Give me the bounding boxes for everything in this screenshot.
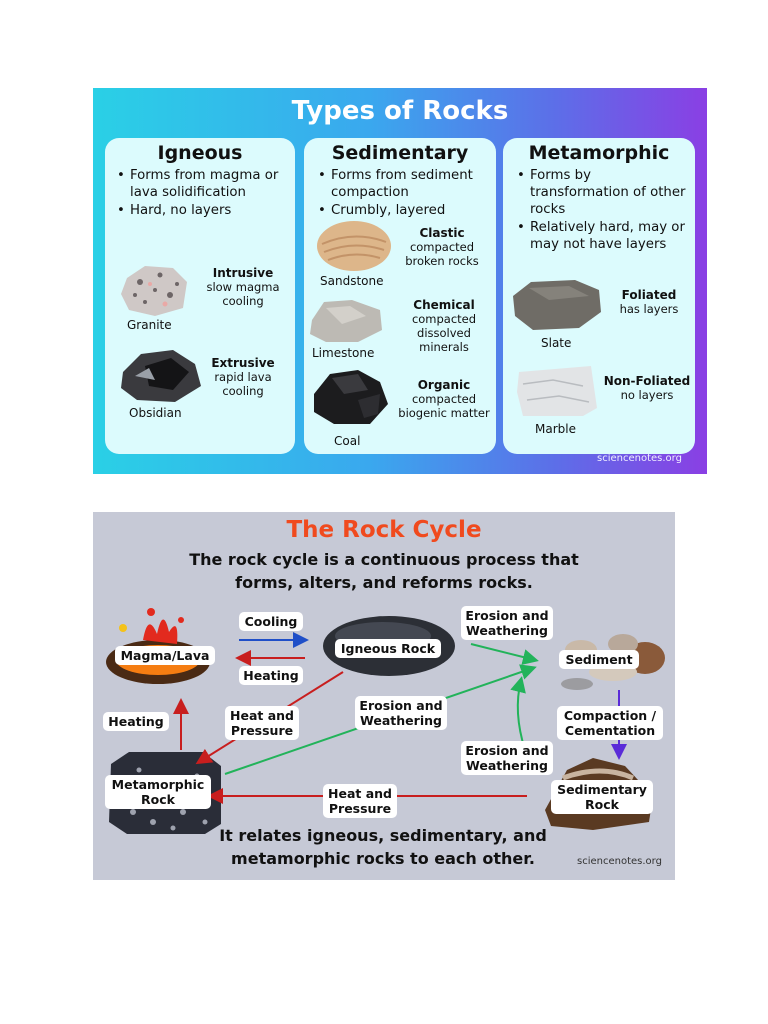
bullet: Relatively hard, may or may not have lay… [517, 219, 689, 253]
slate-image [513, 280, 601, 330]
erosion-arrow-top [470, 643, 539, 665]
credit: sciencenotes.org [597, 453, 682, 464]
limestone-image [310, 300, 382, 342]
cooling-label: Cooling [239, 612, 303, 631]
coal-label: Coal [334, 434, 361, 448]
limestone-label: Limestone [312, 346, 375, 360]
bullet: Crumbly, layered [318, 202, 494, 219]
metamorphic-heading: Metamorphic [528, 142, 670, 164]
cycle-credit: sciencenotes.org [577, 856, 662, 867]
igneous-rock-label: Igneous Rock [335, 639, 441, 658]
compaction-label: Compaction /Cementation [557, 706, 663, 740]
granite-label: Granite [127, 318, 172, 332]
bullet: Forms by transformation of other rocks [517, 167, 689, 218]
sediment-label: Sediment [559, 650, 639, 669]
slate-label: Slate [541, 336, 572, 350]
bullet: Forms from magma or lava solidification [117, 167, 289, 201]
sedimentary-panel: Sedimentary Forms from sediment compacti… [304, 138, 496, 454]
igneous-panel: Igneous Forms from magma or lava solidif… [105, 138, 295, 454]
marble-label: Marble [535, 422, 576, 436]
heating-label-top: Heating [239, 666, 303, 685]
magma-lava-label: Magma/Lava [115, 646, 215, 665]
igneous-bullets: Forms from magma or lava solidification … [117, 167, 289, 220]
cycle-subtitle: The rock cycle is a continuous process t… [189, 550, 579, 592]
metamorphic-panel: Metamorphic Forms by transformation of o… [503, 138, 695, 454]
coal-image [314, 370, 388, 424]
granite-image [121, 266, 187, 316]
types-of-rocks-poster: Types of Rocks Igneous Forms from magma … [93, 88, 707, 474]
heating-label-left: Heating [103, 712, 169, 731]
sandstone-label: Sandstone [320, 274, 384, 288]
sandstone-image [317, 221, 391, 271]
marble-image [517, 366, 597, 416]
cycle-title: The Rock Cycle [286, 517, 482, 543]
bullet: Forms from sediment compaction [318, 167, 494, 201]
sedimentary-bullets: Forms from sediment compaction Crumbly, … [318, 167, 494, 220]
metamorphic-bullets: Forms by transformation of other rocks R… [517, 167, 689, 254]
rock-cycle-poster: The Rock Cycle The rock cycle is a conti… [93, 512, 675, 880]
igneous-heading: Igneous [157, 142, 243, 164]
obsidian-image [121, 350, 201, 402]
sedimentary-heading: Sedimentary [331, 142, 469, 164]
bullet: Hard, no layers [117, 202, 289, 219]
obsidian-label: Obsidian [129, 406, 182, 420]
erosion-arrow-low [510, 676, 526, 751]
poster-title: Types of Rocks [291, 96, 509, 126]
